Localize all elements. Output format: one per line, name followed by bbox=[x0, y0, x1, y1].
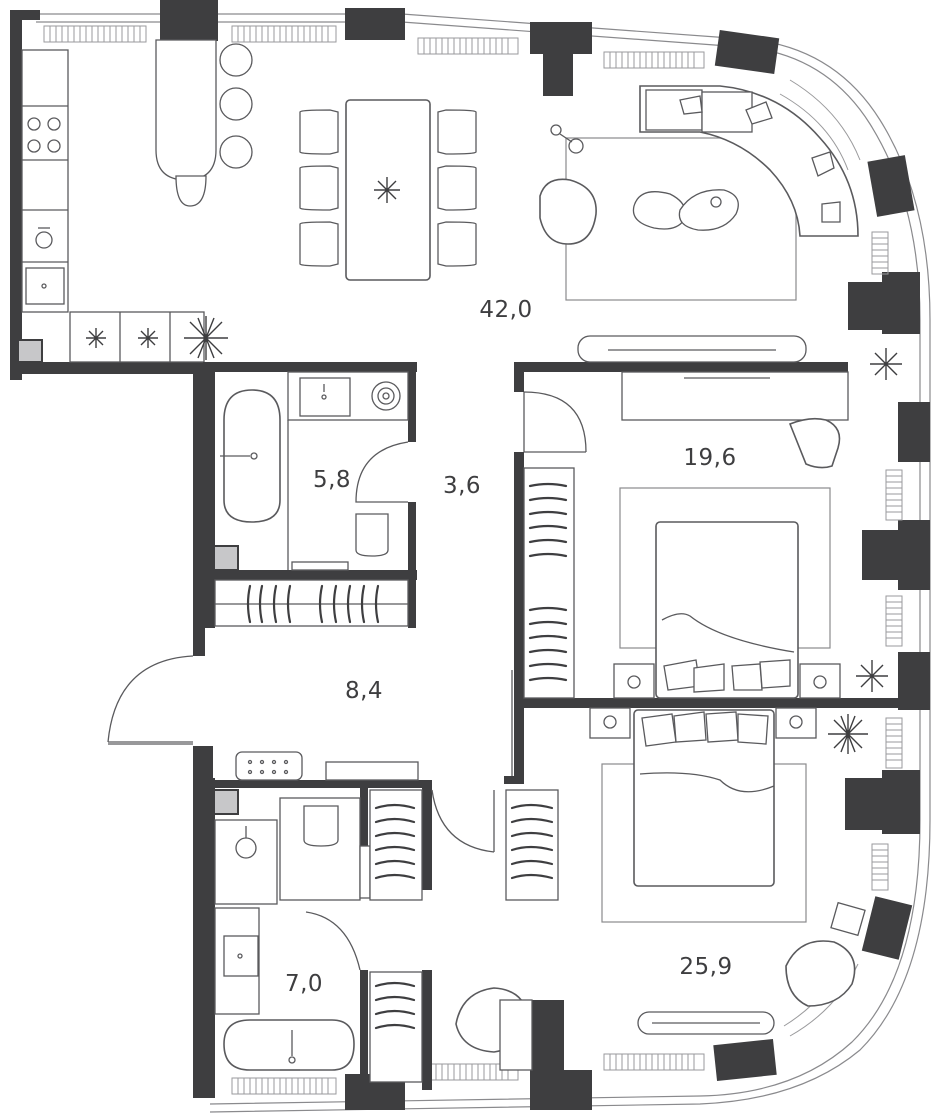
kitchen-island bbox=[155, 39, 217, 181]
toilet bbox=[303, 805, 339, 847]
hob-burner-icon bbox=[27, 117, 41, 131]
washbasin bbox=[223, 935, 259, 977]
plant-icon bbox=[138, 328, 158, 348]
internal-walls bbox=[193, 362, 898, 1098]
desk-chair bbox=[788, 417, 841, 469]
wardrobe-master bbox=[369, 789, 559, 1083]
outer-walls bbox=[10, 10, 931, 1113]
area-label-bedroom-1: 19,6 bbox=[683, 445, 737, 471]
toilet bbox=[355, 513, 389, 557]
bedroom1-door bbox=[523, 391, 587, 453]
shoe-bench bbox=[235, 751, 303, 781]
bed bbox=[633, 709, 775, 887]
vent-shaft bbox=[213, 545, 239, 571]
vent-shaft bbox=[213, 789, 239, 815]
plant-icon bbox=[184, 316, 228, 360]
plant-icon bbox=[870, 348, 902, 380]
large-bathroom bbox=[213, 789, 371, 1071]
area-label-living: 42,0 bbox=[479, 297, 533, 323]
small-bathroom bbox=[213, 371, 409, 571]
vent-shaft bbox=[17, 339, 43, 363]
bathtub bbox=[223, 1019, 355, 1071]
dining-table bbox=[299, 99, 477, 281]
armchair bbox=[785, 940, 856, 1007]
kitchen bbox=[17, 39, 253, 363]
armchair bbox=[539, 178, 597, 245]
bed bbox=[655, 521, 799, 699]
area-label-hall: 8,4 bbox=[344, 678, 384, 704]
tv-console bbox=[577, 335, 807, 363]
columns bbox=[160, 0, 930, 1110]
area-label-bedroom-2: 25,9 bbox=[679, 954, 733, 980]
entrance-door bbox=[107, 655, 194, 745]
wardrobe-hall bbox=[214, 579, 409, 627]
plant-icon bbox=[374, 177, 400, 203]
area-label-bath-large: 7,0 bbox=[284, 971, 324, 997]
area-label-bath-small: 5,8 bbox=[312, 467, 352, 493]
area-label-corridor: 3,6 bbox=[442, 473, 482, 499]
plant-icon bbox=[828, 714, 868, 754]
plant-icon bbox=[856, 660, 888, 692]
bedroom-1 bbox=[523, 335, 902, 699]
lounge bbox=[539, 85, 859, 301]
coffee-table bbox=[632, 191, 687, 230]
plant-icon bbox=[86, 328, 106, 348]
bedroom-2 bbox=[455, 707, 868, 1071]
hall bbox=[235, 670, 513, 853]
